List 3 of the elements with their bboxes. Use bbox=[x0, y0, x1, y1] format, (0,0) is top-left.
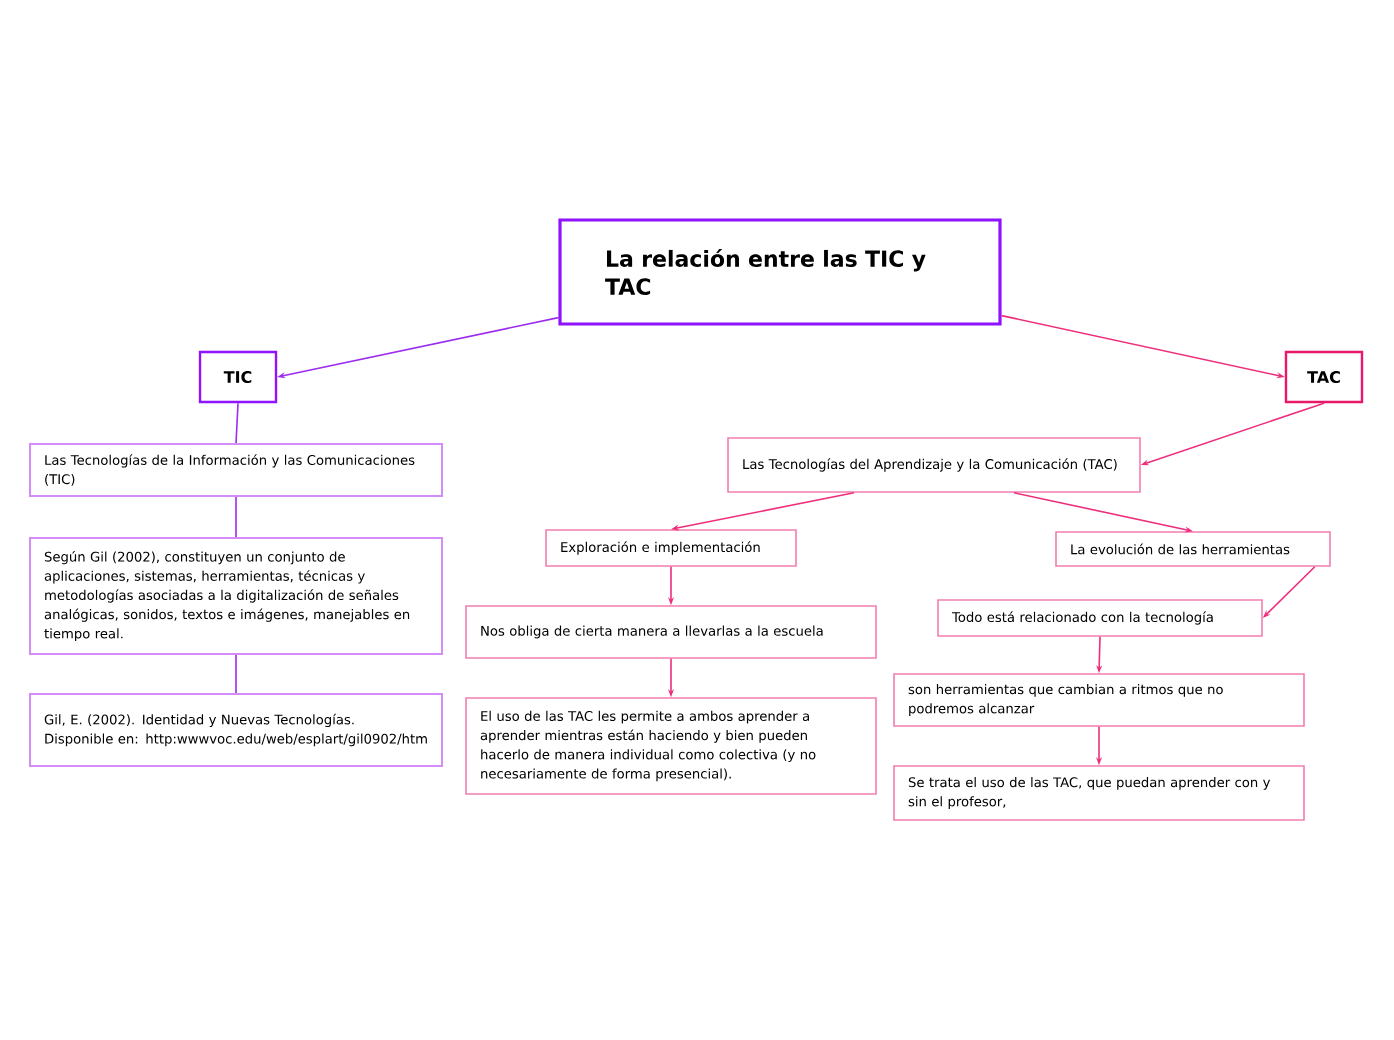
topic-box: TAC bbox=[1284, 350, 1364, 404]
title-box: La relación entre las TIC y TAC bbox=[558, 218, 1002, 326]
topic-box: TIC bbox=[198, 350, 278, 404]
